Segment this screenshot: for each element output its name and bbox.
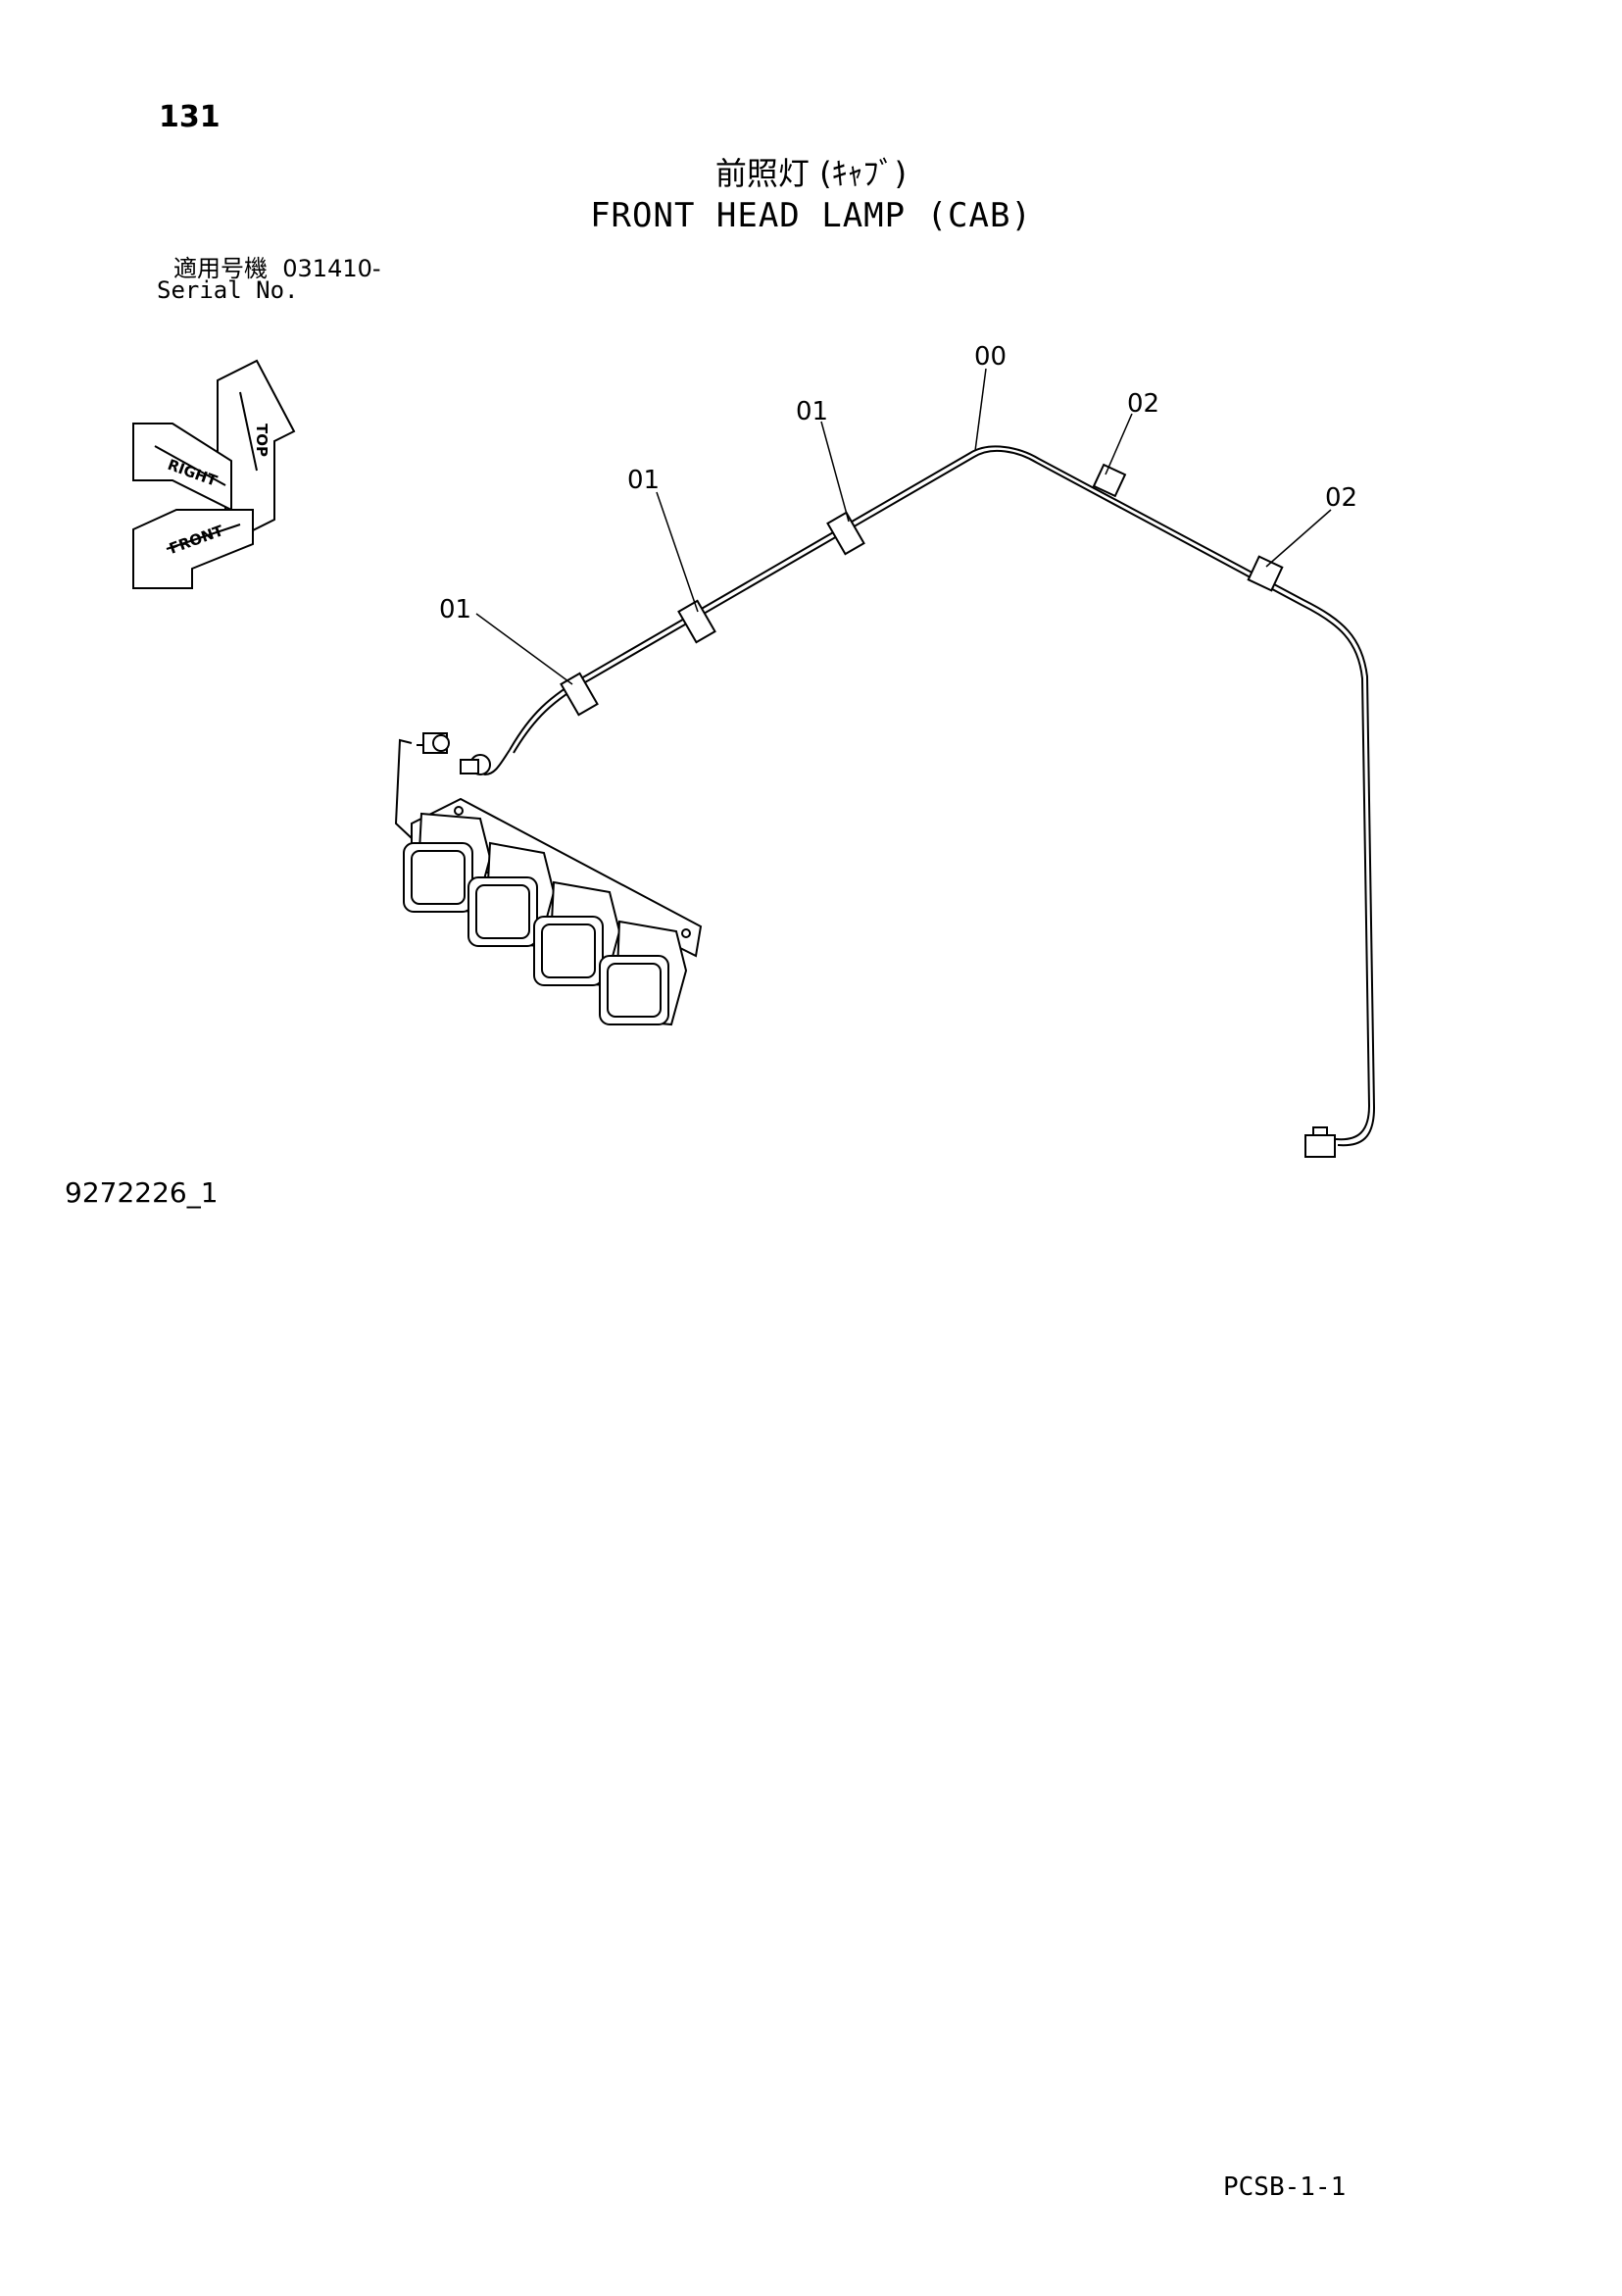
callout-01-c: 01 (796, 397, 828, 426)
head-lamps (403, 812, 688, 1026)
serial-label-japanese: 適用号機 031410- (173, 249, 381, 283)
lamp-feed-wire (394, 732, 511, 839)
callout-01-a: 01 (439, 595, 471, 624)
figure-id: 9272226_1 (65, 1176, 219, 1209)
page-number: 131 (159, 100, 221, 134)
head-lamp-4 (599, 920, 688, 1026)
serial-label-jp-text: 適用号機 (173, 255, 268, 282)
page-code: PCSB-1-1 (1223, 2172, 1347, 2202)
callout-02-b: 02 (1325, 483, 1357, 513)
clip-01-b (677, 599, 716, 644)
head-lamp-3 (533, 880, 621, 987)
harness-end-connector (1304, 1126, 1336, 1158)
callout-labels: 00 01 01 01 02 02 (439, 342, 1357, 624)
orient-label-top: TOP (253, 424, 270, 457)
wire-harness (509, 445, 1376, 1147)
serial-label-english: Serial No. (157, 276, 299, 304)
clip-01-a (560, 672, 599, 717)
clip-01-c (826, 511, 865, 556)
callout-leaders (475, 368, 1332, 685)
callout-01-b: 01 (627, 466, 660, 495)
callout-02-a: 02 (1127, 389, 1159, 419)
callout-00: 00 (974, 342, 1007, 372)
harness-clips (560, 463, 1284, 717)
title-japanese: 前照灯 (ｷｬﾌﾞ) (714, 155, 908, 192)
serial-value: 031410- (282, 255, 381, 282)
title-english: FRONT HEAD LAMP (CAB) (590, 196, 1032, 235)
orientation-indicator: TOP RIGHT FRONT (132, 359, 296, 589)
head-lamp-1 (403, 812, 492, 914)
clip-02-a (1092, 463, 1127, 498)
